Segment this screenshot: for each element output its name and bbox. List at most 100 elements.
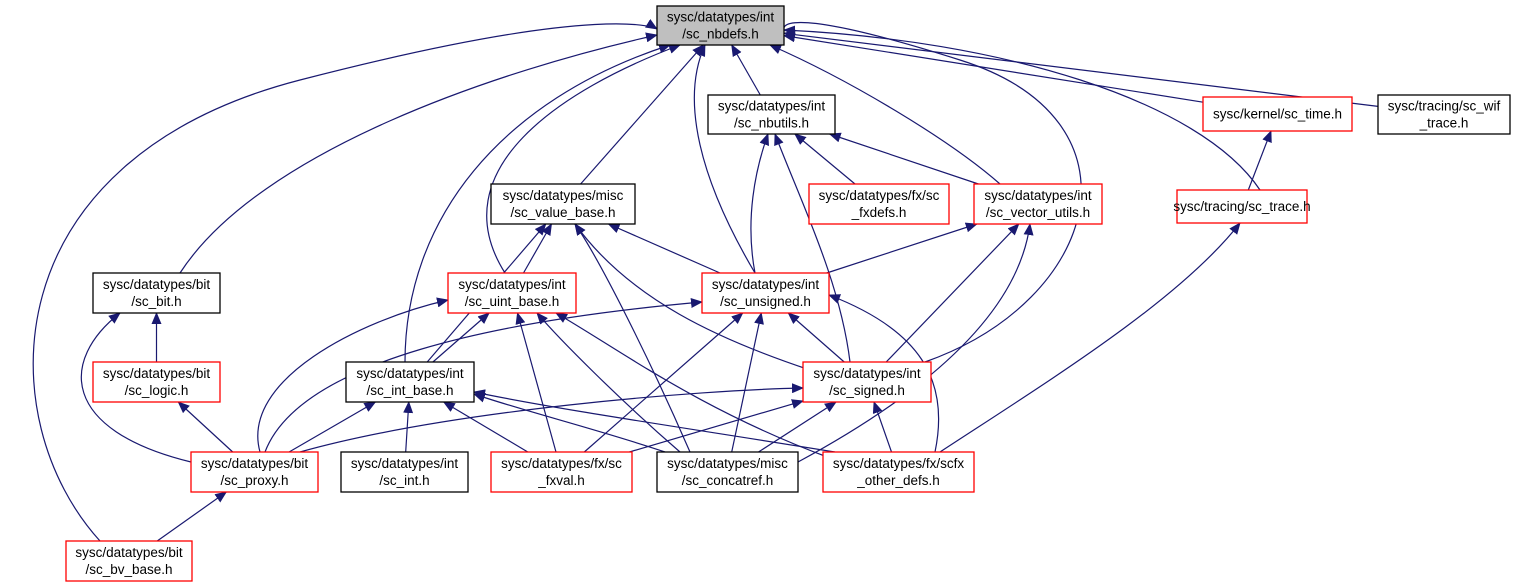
edge-unsigned-to-value_base [607, 223, 721, 274]
node-box[interactable] [490, 183, 636, 225]
nodes-layer: sysc/datatypes/int/sc_nbdefs.hsysc/datat… [65, 5, 1511, 582]
node-box[interactable] [822, 451, 975, 493]
edge-fxval-to-unsigned [583, 312, 744, 453]
node-sc_bit[interactable]: sysc/datatypes/bit/sc_bit.h [92, 272, 221, 314]
node-int_base[interactable]: sysc/datatypes/int/sc_int_base.h [345, 361, 475, 403]
node-kernel_time[interactable]: sysc/kernel/sc_time.h [1202, 96, 1353, 132]
edge-vector_utils-to-nbdefs [769, 44, 1001, 185]
node-label-line: sysc/datatypes/bit [103, 277, 211, 292]
edge-signed-to-vector_utils [885, 223, 1020, 363]
node-label-line: sysc/datatypes/fx/sc [501, 456, 622, 471]
edge-concatref-to-value_base [574, 223, 691, 453]
node-unsigned[interactable]: sysc/datatypes/int/sc_unsigned.h [701, 272, 830, 314]
edge-fxdefs-to-nbutils [794, 133, 856, 185]
node-box[interactable] [1202, 96, 1353, 132]
edge-unsigned-to-nbutils [750, 133, 769, 274]
node-box[interactable] [65, 540, 193, 582]
node-sc_logic[interactable]: sysc/datatypes/bit/sc_logic.h [92, 361, 221, 403]
node-label-line: sysc/datatypes/int [356, 366, 464, 381]
edge-fxval-to-int_base [442, 401, 529, 453]
edge-fxval-to-signed [629, 399, 804, 453]
node-box[interactable] [973, 183, 1103, 225]
edge-wif_trace-to-nbdefs [783, 29, 1379, 107]
edge-scfx_other-to-sc_trace [939, 222, 1241, 453]
edge-signed-to-unsigned [787, 312, 845, 363]
node-label-line: /sc_logic.h [125, 383, 189, 398]
node-label-line: sysc/datatypes/bit [103, 366, 211, 381]
node-box[interactable] [1377, 94, 1511, 135]
node-box[interactable] [92, 272, 221, 314]
node-label-line: _fxdefs.h [851, 205, 907, 220]
node-wif_trace[interactable]: sysc/tracing/sc_wif_trace.h [1377, 94, 1511, 135]
node-label-line: /sc_int.h [379, 473, 429, 488]
node-sc_int[interactable]: sysc/datatypes/int/sc_int.h [340, 451, 469, 493]
edge-value_base-to-nbdefs [580, 44, 704, 185]
node-label-line: /sc_uint_base.h [465, 294, 560, 309]
node-label-line: sysc/datatypes/int [712, 277, 820, 292]
node-label-line: /sc_concatref.h [682, 473, 774, 488]
edge-uint_base-to-nbdefs [486, 44, 681, 274]
edge-concatref-to-int_base [473, 392, 666, 453]
node-label-line: sysc/datatypes/fx/sc [819, 188, 940, 203]
node-label-line: sysc/datatypes/int [458, 277, 566, 292]
node-signed[interactable]: sysc/datatypes/int/sc_signed.h [802, 361, 932, 403]
edge-int_base-to-nbdefs [404, 43, 671, 363]
edge-nbutils-to-nbdefs [731, 44, 761, 96]
node-label-line: /sc_int_base.h [366, 383, 453, 398]
edge-signed-to-nbdefs [774, 17, 1082, 363]
node-bv_base[interactable]: sysc/datatypes/bit/sc_bv_base.h [65, 540, 193, 582]
node-box[interactable] [707, 94, 836, 135]
node-box[interactable] [340, 451, 469, 493]
edge-fxval-to-uint_base [515, 312, 557, 453]
node-label-line: /sc_unsigned.h [720, 294, 811, 309]
node-label-line: sysc/datatypes/bit [201, 456, 309, 471]
node-label-line: sysc/datatypes/int [718, 99, 826, 114]
edge-scfx_other-to-unsigned [828, 294, 940, 453]
node-fxdefs[interactable]: sysc/datatypes/fx/sc _fxdefs.h [808, 183, 950, 225]
node-label-line: /sc_proxy.h [220, 473, 288, 488]
node-box[interactable] [447, 272, 577, 314]
edges-layer [32, 17, 1379, 542]
node-box[interactable] [345, 361, 475, 403]
edge-sc_int-to-int_base [403, 401, 414, 453]
edge-concatref-to-signed [758, 401, 837, 453]
edge-sc_bit-to-nbdefs [179, 32, 658, 274]
node-box[interactable] [656, 5, 785, 46]
node-label-line: sysc/datatypes/misc [667, 456, 788, 471]
edge-int_base-to-uint_base [432, 312, 490, 363]
node-box[interactable] [1176, 189, 1308, 224]
node-box[interactable] [190, 451, 319, 493]
node-label-line: _other_defs.h [856, 473, 940, 488]
edge-proxy-to-signed [299, 383, 804, 453]
node-label-line: /sc_nbdefs.h [682, 27, 759, 42]
node-label-line: sysc/datatypes/misc [503, 188, 624, 203]
node-box[interactable] [701, 272, 830, 314]
node-proxy[interactable]: sysc/datatypes/bit/sc_proxy.h [190, 451, 319, 493]
edge-bv_base-to-nbdefs [32, 18, 658, 542]
node-sc_trace[interactable]: sysc/tracing/sc_trace.h [1173, 189, 1311, 224]
node-fxval[interactable]: sysc/datatypes/fx/sc_fxval.h [490, 451, 633, 493]
edge-scfx_other-to-int_base [473, 389, 836, 453]
node-scfx_other[interactable]: sysc/datatypes/fx/scfx _other_defs.h [822, 451, 975, 493]
node-nbutils[interactable]: sysc/datatypes/int/sc_nbutils.h [707, 94, 836, 135]
edge-sc_trace-to-kernel_time [1247, 130, 1272, 191]
node-box[interactable] [808, 183, 950, 225]
node-label-line: sysc/datatypes/bit [75, 545, 183, 560]
node-box[interactable] [802, 361, 932, 403]
node-value_base[interactable]: sysc/datatypes/misc/sc_value_base.h [490, 183, 636, 225]
node-label-line: /sc_signed.h [829, 383, 905, 398]
edge-unsigned-to-vector_utils [826, 222, 978, 274]
node-concatref[interactable]: sysc/datatypes/misc/sc_concatref.h [656, 451, 799, 493]
node-uint_base[interactable]: sysc/datatypes/int/sc_uint_base.h [447, 272, 577, 314]
node-box[interactable] [490, 451, 633, 493]
node-box[interactable] [656, 451, 799, 493]
node-nbdefs[interactable]: sysc/datatypes/int/sc_nbdefs.h [656, 5, 785, 46]
edge-unsigned-to-nbdefs [693, 44, 756, 274]
node-box[interactable] [92, 361, 221, 403]
node-label-line: sysc/datatypes/fx/scfx [833, 456, 965, 471]
edge-proxy-to-uint_base [257, 297, 449, 453]
node-vector_utils[interactable]: sysc/datatypes/int/sc_vector_utils.h [973, 183, 1103, 225]
edge-proxy-to-int_base [288, 401, 377, 453]
edge-uint_base-to-value_base [522, 223, 553, 274]
